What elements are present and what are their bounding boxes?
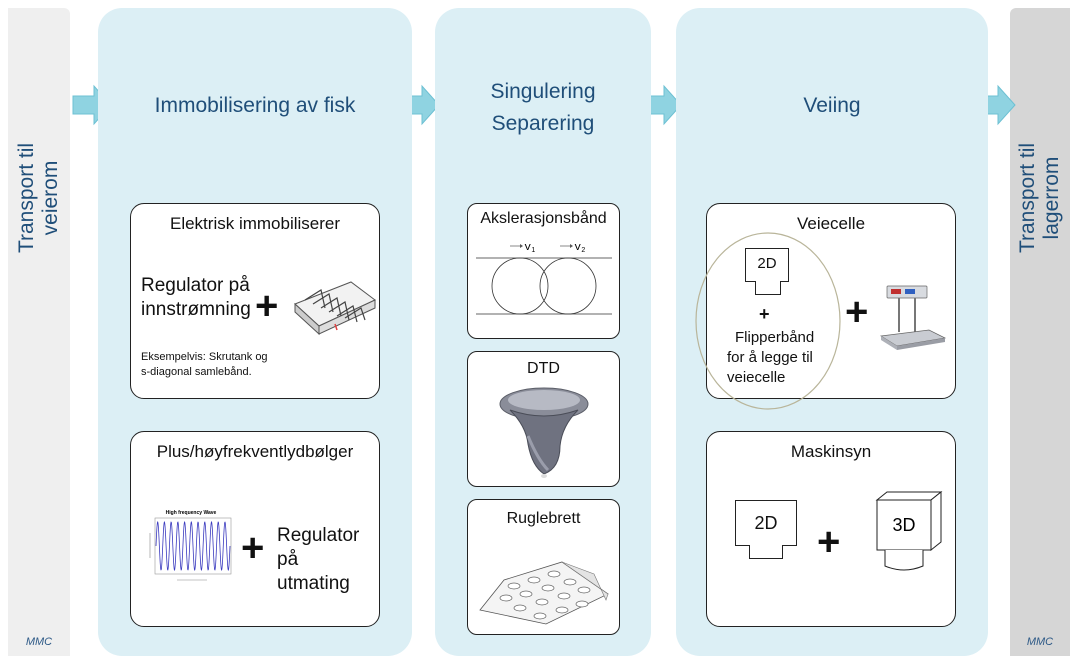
immobiliser-machine-icon <box>294 281 376 336</box>
ruglebrett-card: Ruglebrett <box>467 499 620 635</box>
elektrisk-regulator-line1: Regulator på <box>141 275 250 296</box>
elektrisk-example-line2: s-diagonal samlebånd. <box>141 366 252 378</box>
right-transport-label: Transport til lagerrom <box>1016 98 1064 298</box>
dtd-title: DTD <box>527 360 560 377</box>
dtd-card: DTD <box>467 351 620 487</box>
flipper-line2: for å legge til <box>727 349 813 366</box>
plus-hf-regulator-text: Regulator på utmating <box>277 524 379 596</box>
left-transport-label: Transport til veierom <box>15 98 63 298</box>
camera-2d-label: 2D <box>757 255 777 272</box>
maskinsyn-2d-label: 2D <box>754 513 778 533</box>
maskinsyn-3d-label: 3D <box>892 515 915 535</box>
flipper-highlight-ellipse <box>695 232 841 410</box>
camera-2d-icon: 2D <box>745 248 789 282</box>
ruglebrett-title: Ruglebrett <box>506 510 581 527</box>
plus-hf-card: Plus/høyfrekventlydbølger High frequency… <box>130 431 380 627</box>
veiing-title: Veiing <box>803 94 861 117</box>
plus-icon: + <box>255 284 279 328</box>
akslerasjon-title: Akslerasjonsbånd <box>480 210 607 227</box>
camera-3d-icon: 3D <box>875 490 943 571</box>
camera-2d-icon: 2D <box>735 500 797 546</box>
left-mmc-footer: MMC <box>25 636 53 648</box>
immobilisering-panel: Immobilisering av fisk Elektrisk immobil… <box>98 8 412 656</box>
dtd-device-icon <box>499 387 589 478</box>
plus-icon: + <box>241 526 265 570</box>
acceleration-belt-diagram: V1 V2 <box>476 244 612 315</box>
right-transport-line2: lagerrom <box>1040 156 1063 240</box>
left-transport-line1: Transport til <box>15 142 38 254</box>
high-frequency-wave-chart: High frequency Wave <box>147 508 235 584</box>
singulering-title-line2: Separering <box>491 112 595 135</box>
left-transport-line2: veierom <box>39 160 62 236</box>
v2-label: V2 <box>574 244 585 254</box>
weighing-scale-icon <box>879 285 947 350</box>
elektrisk-example-text: Eksempelvis: Skrutank og s-diagonal saml… <box>141 350 268 380</box>
flipper-line1: Flipperbånd <box>735 329 815 346</box>
elektrisk-title: Elektrisk immobiliserer <box>169 214 341 233</box>
singulering-title: Singulering Separering <box>435 76 651 140</box>
wave-title: High frequency Wave <box>166 510 217 516</box>
camera-lens-icon <box>749 545 783 559</box>
left-transport-bar: Transport til veierom MMC <box>8 8 70 656</box>
ruglebrett-board-icon <box>479 561 609 625</box>
maskinsyn-title: Maskinsyn <box>790 442 872 461</box>
plus-hf-regulator-line2: utmating <box>277 573 350 594</box>
plus-icon: + <box>845 290 869 334</box>
elektrisk-example-line1: Eksempelvis: Skrutank og <box>141 351 268 363</box>
plus-hf-title: Plus/høyfrekventlydbølger <box>156 442 354 461</box>
elektrisk-regulator-text: Regulator på innstrømning <box>141 274 251 322</box>
flipper-text: Flipperbånd for å legge til veiecelle <box>727 328 814 388</box>
right-mmc-footer: MMC <box>1026 636 1054 648</box>
right-transport-bar: Transport til lagerrom MMC <box>1010 8 1070 656</box>
veiecelle-card: Veiecelle 2D + Flipperbånd for å legge t… <box>695 203 956 410</box>
elektrisk-regulator-line2: innstrømning <box>141 299 251 320</box>
akslerasjon-card: Akslerasjonsbånd V1 V2 <box>467 203 620 339</box>
v1-label: V1 <box>524 244 535 254</box>
right-transport-line1: Transport til <box>1016 142 1039 254</box>
singulering-title-line1: Singulering <box>490 80 596 103</box>
inner-plus-icon: + <box>759 304 770 324</box>
veiecelle-title: Veiecelle <box>796 214 866 233</box>
plus-hf-regulator-line1: Regulator på <box>277 525 360 570</box>
maskinsyn-card: Maskinsyn 2D + 3D <box>706 431 956 627</box>
flipper-line3: veiecelle <box>727 369 786 386</box>
camera-lens-icon <box>755 281 781 295</box>
plus-icon: + <box>817 520 841 564</box>
wave-line <box>155 520 231 572</box>
elektrisk-card: Elektrisk immobiliserer Regulator på inn… <box>130 203 380 399</box>
immobilisering-title: Immobilisering av fisk <box>154 94 356 117</box>
veiing-panel: Veiing Veiecelle 2D + Flipperbånd for å … <box>676 8 988 656</box>
singulering-panel: Singulering Separering Akslerasjonsbånd … <box>435 8 651 656</box>
